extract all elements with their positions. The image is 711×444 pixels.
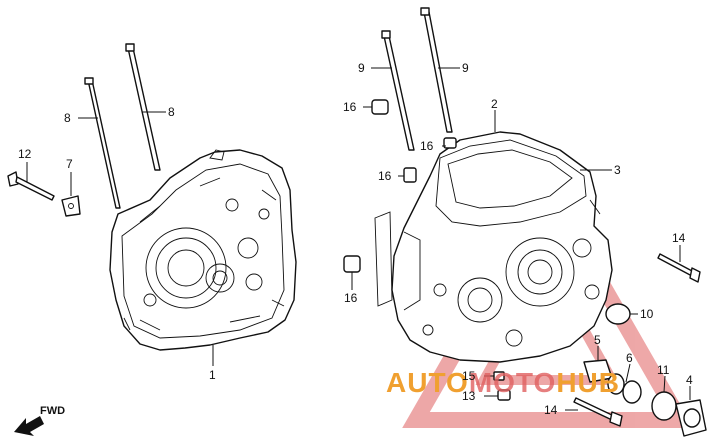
bolt-14-upper	[657, 253, 701, 283]
callout-14-upper: 14	[672, 231, 686, 245]
fwd-arrow-icon	[14, 416, 44, 436]
callout-12: 12	[18, 147, 32, 161]
seal-stack	[583, 359, 707, 437]
bracket-7	[61, 195, 81, 217]
right-crankcase	[374, 131, 613, 363]
bolt-12	[7, 171, 55, 201]
callout-9-left: 9	[358, 61, 365, 75]
callout-5: 5	[594, 333, 601, 347]
callout-3: 3	[614, 163, 621, 177]
callout-9-right: 9	[462, 61, 469, 75]
dowel-pins-16	[343, 99, 389, 273]
stud-bolts-8	[84, 43, 161, 209]
callout-11: 11	[657, 363, 670, 377]
callout-10: 10	[640, 307, 654, 321]
watermark-text: AUTOMOTOHUB	[386, 367, 620, 398]
callout-4: 4	[686, 373, 693, 387]
bolt-14-lower	[573, 397, 623, 427]
callout-1: 1	[209, 368, 216, 382]
callout-14-lower: 14	[544, 403, 558, 417]
callout-16-c: 16	[378, 169, 392, 183]
callout-16-d: 16	[344, 291, 358, 305]
callout-6: 6	[626, 351, 633, 365]
stud-bolts-9	[381, 7, 453, 151]
plug-10	[605, 303, 631, 325]
callout-16-a: 16	[343, 100, 357, 114]
callout-13: 13	[462, 389, 476, 403]
callout-8-right: 8	[168, 105, 175, 119]
callout-8-left: 8	[64, 111, 71, 125]
callout-7: 7	[66, 157, 73, 171]
fwd-label: FWD	[40, 405, 65, 417]
callout-15: 15	[462, 369, 476, 383]
left-crankcase	[109, 149, 297, 351]
callout-16-b: 16	[420, 139, 434, 153]
callout-2: 2	[491, 97, 498, 111]
